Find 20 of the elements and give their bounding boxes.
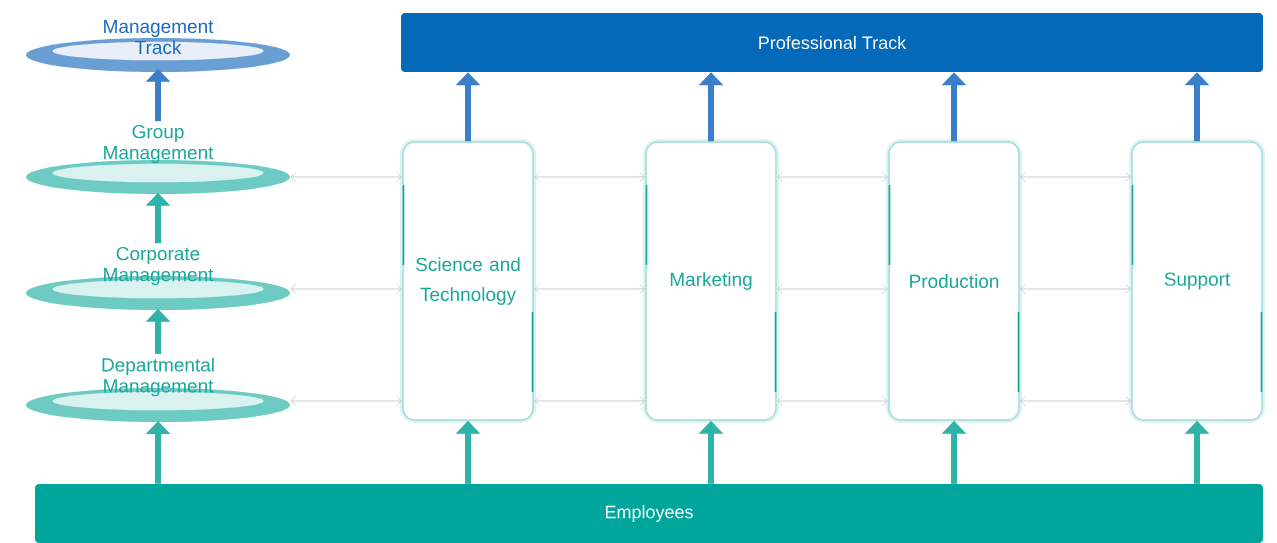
double-arrow — [1019, 172, 1132, 182]
track-label: Group Management — [104, 124, 214, 164]
category-card: Science and Technology — [400, 139, 536, 423]
double-arrow — [1019, 396, 1132, 406]
category-card: Production — [886, 139, 1022, 423]
category-card: Marketing — [643, 139, 779, 423]
double-arrow — [290, 284, 403, 294]
track-banner: Employees — [35, 484, 1263, 543]
double-arrow — [776, 172, 889, 182]
double-arrow — [776, 396, 889, 406]
double-arrow — [776, 284, 889, 294]
double-arrow — [290, 396, 403, 406]
category-card: Support — [1129, 139, 1265, 423]
double-arrow — [1019, 284, 1132, 294]
double-arrow — [533, 396, 646, 406]
double-arrow — [533, 172, 646, 182]
track-label: Management Track — [104, 19, 214, 55]
track-banner: Professional Track — [401, 13, 1263, 72]
double-arrow — [290, 172, 403, 182]
double-arrow — [533, 284, 646, 294]
